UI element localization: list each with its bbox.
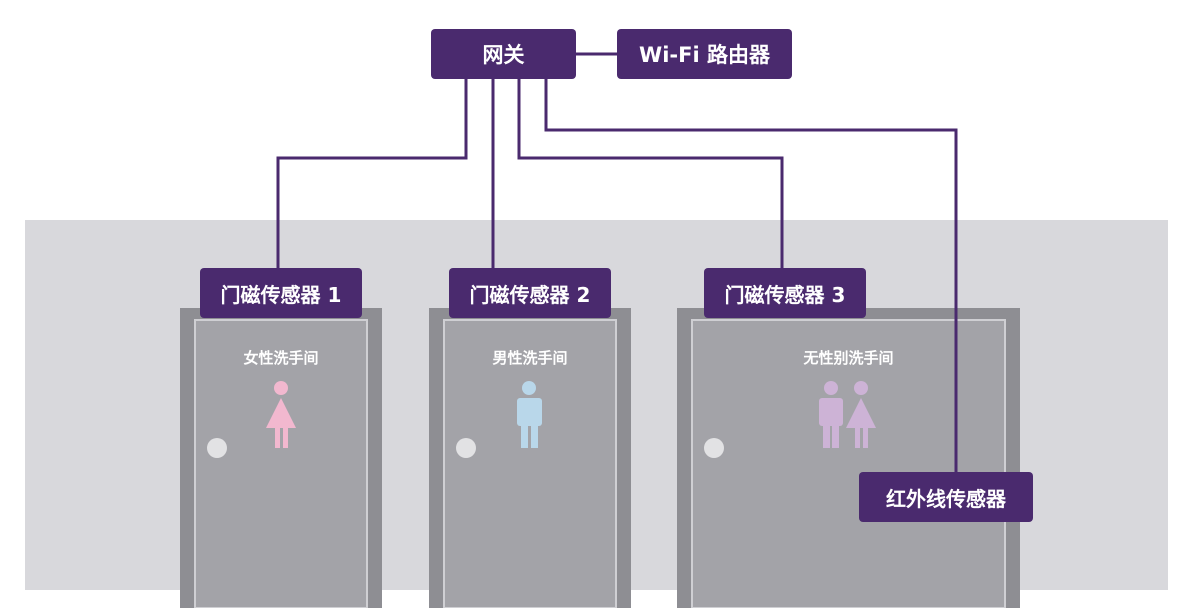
door-frame-2 (429, 308, 631, 608)
router-node: Wi-Fi 路由器 (617, 29, 792, 79)
door-knob-3 (704, 438, 724, 458)
door-sensor-1-node: 门磁传感器 1 (200, 268, 362, 318)
connector-lines (276, 52, 958, 472)
door-knob-1 (207, 438, 227, 458)
door-frame-3 (677, 308, 1020, 608)
door-sensor-2-node: 门磁传感器 2 (449, 268, 611, 318)
door-frame-1 (180, 308, 382, 608)
male-person-icon (517, 381, 542, 448)
door-label-2: 男性洗手间 (492, 349, 568, 367)
ir-sensor-node: 红外线传感器 (859, 472, 1033, 522)
all-gender-icon (819, 381, 876, 448)
gateway-node: 网关 (431, 29, 576, 79)
door-label-1: 女性洗手间 (243, 349, 319, 367)
female-person-icon (266, 381, 296, 448)
link-gateway-sensor-3 (517, 79, 784, 268)
door-knob-2 (456, 438, 476, 458)
door-sensor-3-node: 门磁传感器 3 (704, 268, 866, 318)
door-label-3: 无性别洗手间 (803, 349, 894, 367)
link-gateway-ir-sensor (544, 79, 958, 472)
link-gateway-sensor-1 (276, 79, 468, 268)
